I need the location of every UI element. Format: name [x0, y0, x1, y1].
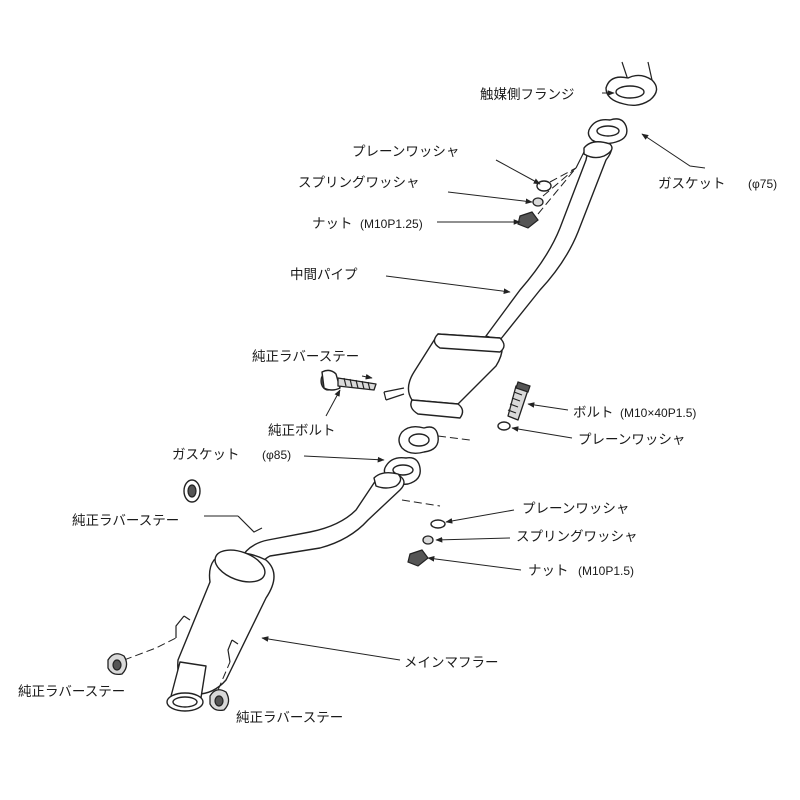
label-nut-2: ナット [528, 563, 569, 579]
bolt-m10x40 [497, 381, 531, 431]
rubber-stay-left [183, 479, 263, 533]
label-plain-washer-2: プレーンワッシャ [578, 432, 685, 448]
label-gasket-75: ガスケット [658, 176, 726, 192]
gasket-85 [383, 425, 471, 507]
label-plain-washer-3: プレーンワッシャ [522, 501, 629, 517]
label-main-muffler: メインマフラー [404, 655, 499, 671]
label-rubber-stay-3: 純正ラバーステー [18, 684, 125, 700]
label-genuine-bolt: 純正ボルト [268, 423, 336, 439]
label-nut-1-spec: (M10P1.25) [360, 217, 423, 231]
label-mid-pipe: 中間パイプ [290, 267, 358, 283]
fastener-group-2 [407, 519, 446, 567]
label-rubber-stay-2: 純正ラバーステー [72, 513, 179, 529]
sub-muffler [383, 333, 505, 419]
gasket-75 [587, 118, 628, 145]
labels: 触媒側フランジ プレーンワッシャ ガスケット (φ75) スプリングワッシャ ナ… [18, 87, 777, 726]
label-bolt: ボルト [573, 405, 614, 421]
label-gasket-85: ガスケット [172, 447, 240, 463]
rubber-stay-bottom-right [209, 689, 230, 712]
label-spring-washer-1: スプリングワッシャ [298, 175, 420, 191]
label-gasket-85-spec: (φ85) [262, 448, 291, 462]
rubber-stay-upper [320, 369, 377, 391]
mid-pipe [485, 141, 613, 341]
label-spring-washer-2: スプリングワッシャ [516, 529, 638, 545]
main-muffler [123, 549, 275, 712]
rubber-stay-bottom-left [107, 653, 128, 676]
label-nut-1: ナット [312, 216, 353, 232]
label-gasket-75-spec: (φ75) [748, 177, 777, 191]
catalyst-flange [605, 61, 658, 107]
main-pipe [239, 471, 405, 567]
label-rubber-stay-4: 純正ラバーステー [236, 710, 343, 726]
label-bolt-spec: (M10×40P1.5) [620, 406, 696, 420]
label-rubber-stay-1: 純正ラバーステー [252, 349, 359, 365]
label-nut-2-spec: (M10P1.5) [578, 564, 634, 578]
label-plain-washer-1: プレーンワッシャ [352, 144, 459, 160]
label-cat-flange: 触媒側フランジ [480, 87, 575, 103]
leader-lines [204, 90, 706, 661]
